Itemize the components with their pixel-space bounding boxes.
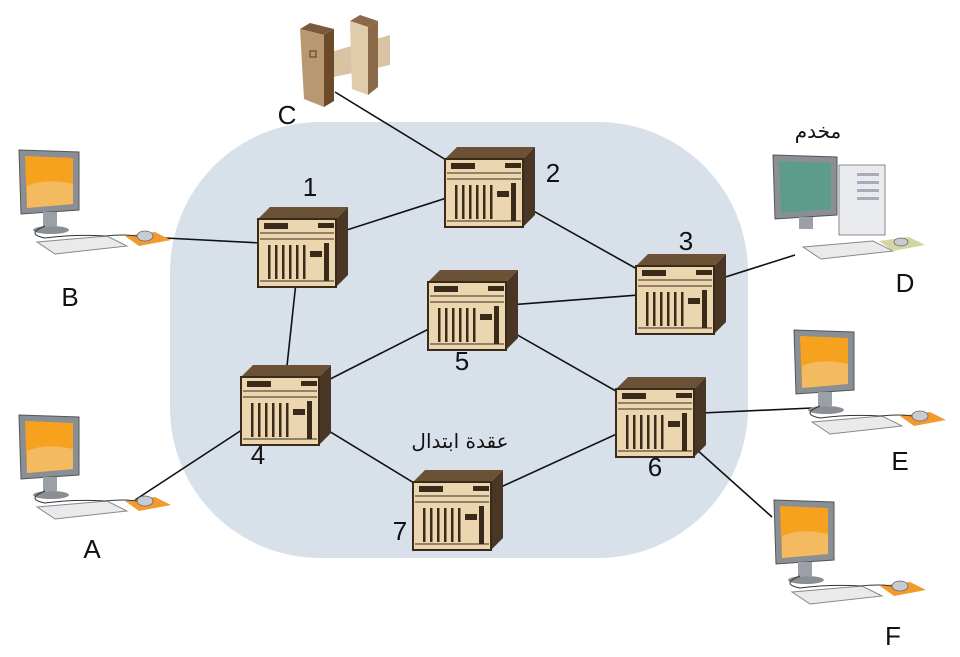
- computer-E[interactable]: [793, 329, 946, 435]
- switch-node-6[interactable]: [615, 377, 706, 458]
- host-label-C: C: [278, 100, 297, 130]
- switch-label-3: 3: [679, 226, 693, 256]
- computer-A[interactable]: [18, 414, 171, 520]
- switch-node-4[interactable]: [240, 365, 331, 446]
- host-label-F: F: [885, 621, 901, 651]
- switch-node-1[interactable]: [257, 207, 348, 288]
- computer-F[interactable]: [773, 499, 926, 605]
- computer-icon: [18, 149, 171, 255]
- server-caption: مخدم: [795, 119, 842, 143]
- switch-label-7: 7: [393, 516, 407, 546]
- computer-icon: [793, 329, 946, 435]
- server-D[interactable]: [772, 154, 925, 260]
- switch-label-4: 4: [251, 440, 265, 470]
- switch-label-1: 1: [303, 172, 317, 202]
- computer-icon: [773, 499, 926, 605]
- host-label-E: E: [891, 446, 908, 476]
- switch-caption: عقدة ابتدال: [411, 429, 508, 453]
- switch-label-5: 5: [455, 346, 469, 376]
- server-icon: [772, 154, 925, 260]
- switch-node-3[interactable]: [635, 254, 726, 335]
- host-label-A: A: [83, 534, 101, 564]
- switch-node-7[interactable]: [412, 470, 503, 551]
- host-label-D: D: [896, 268, 915, 298]
- switch-label-2: 2: [546, 158, 560, 188]
- building-C[interactable]: [300, 15, 390, 107]
- computer-B[interactable]: [18, 149, 171, 255]
- building-icon: [300, 15, 390, 107]
- switch-node-2[interactable]: [444, 147, 535, 228]
- host-label-B: B: [61, 282, 78, 312]
- switch-label-6: 6: [648, 452, 662, 482]
- switch-node-5[interactable]: [427, 270, 518, 351]
- computer-icon: [18, 414, 171, 520]
